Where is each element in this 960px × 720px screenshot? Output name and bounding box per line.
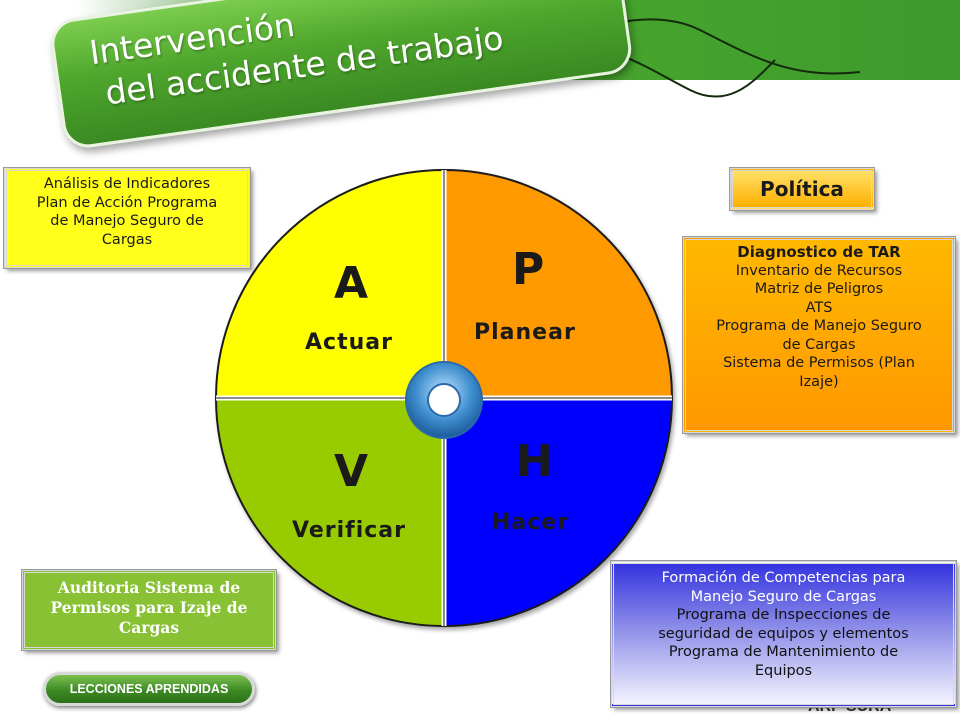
auditoria-box: Auditoria Sistema de Permisos para Izaje… [21,569,277,651]
formacion-line: Programa de Inspecciones de [676,607,891,623]
quadrant-word-planear: Planear [474,320,576,345]
center-ring-icon [405,361,483,439]
analisis-line: Cargas [101,231,153,248]
auditoria-line: Permisos para Izaje de [50,598,248,617]
quadrant-verificar [214,397,445,628]
quadrant-word-verificar: Verificar [292,518,406,543]
analisis-line: de Manejo Seguro de [50,213,204,229]
diagnostico-line: Inventario de Recursos [735,262,903,279]
analisis-line: Análisis de Indicadores [43,176,211,192]
auditoria-line: Cargas [118,618,180,637]
diagnostico-line: Izaje) [799,373,839,390]
diagnostico-box: Diagnostico de TAR Inventario de Recurso… [682,236,956,434]
formacion-line: seguridad de equipos y elementos [658,625,909,642]
diagnostico-line: ATS [805,299,833,316]
quadrant-word-actuar: Actuar [305,330,393,355]
formacion-header-line: Manejo Seguro de Cargas [690,588,877,605]
quadrant-actuar [214,168,445,399]
quadrant-letter-p: P [512,244,545,295]
analisis-line: Plan de Acción Programa [36,194,218,211]
formacion-line: Programa de Mantenimiento de [668,644,899,660]
quadrant-hacer [443,397,674,628]
diagnostico-header: Diagnostico de TAR [737,243,901,261]
diagnostico-line: de Cargas [782,336,856,353]
quadrant-planear [443,168,674,399]
formacion-line: Equipos [754,662,813,679]
auditoria-line: Auditoria Sistema de [57,578,241,597]
lecciones-aprendidas-button[interactable]: LECCIONES APRENDIDAS [43,672,255,706]
diagnostico-line: Sistema de Permisos (Plan [723,355,915,371]
diagnostico-line: Programa de Manejo Seguro [716,318,922,334]
formacion-header-line: Formación de Competencias para [661,570,906,586]
quadrant-letter-v: V [334,446,369,497]
quadrant-letter-h: H [516,436,553,487]
formacion-box: Formación de Competencias para Manejo Se… [610,560,957,708]
analisis-box: Análisis de Indicadores Plan de Acción P… [3,167,251,269]
quadrant-word-hacer: Hacer [492,510,570,535]
diagnostico-line: Matriz de Peligros [754,281,884,297]
politica-box: Política [729,167,875,211]
quadrant-letter-a: A [334,258,369,309]
